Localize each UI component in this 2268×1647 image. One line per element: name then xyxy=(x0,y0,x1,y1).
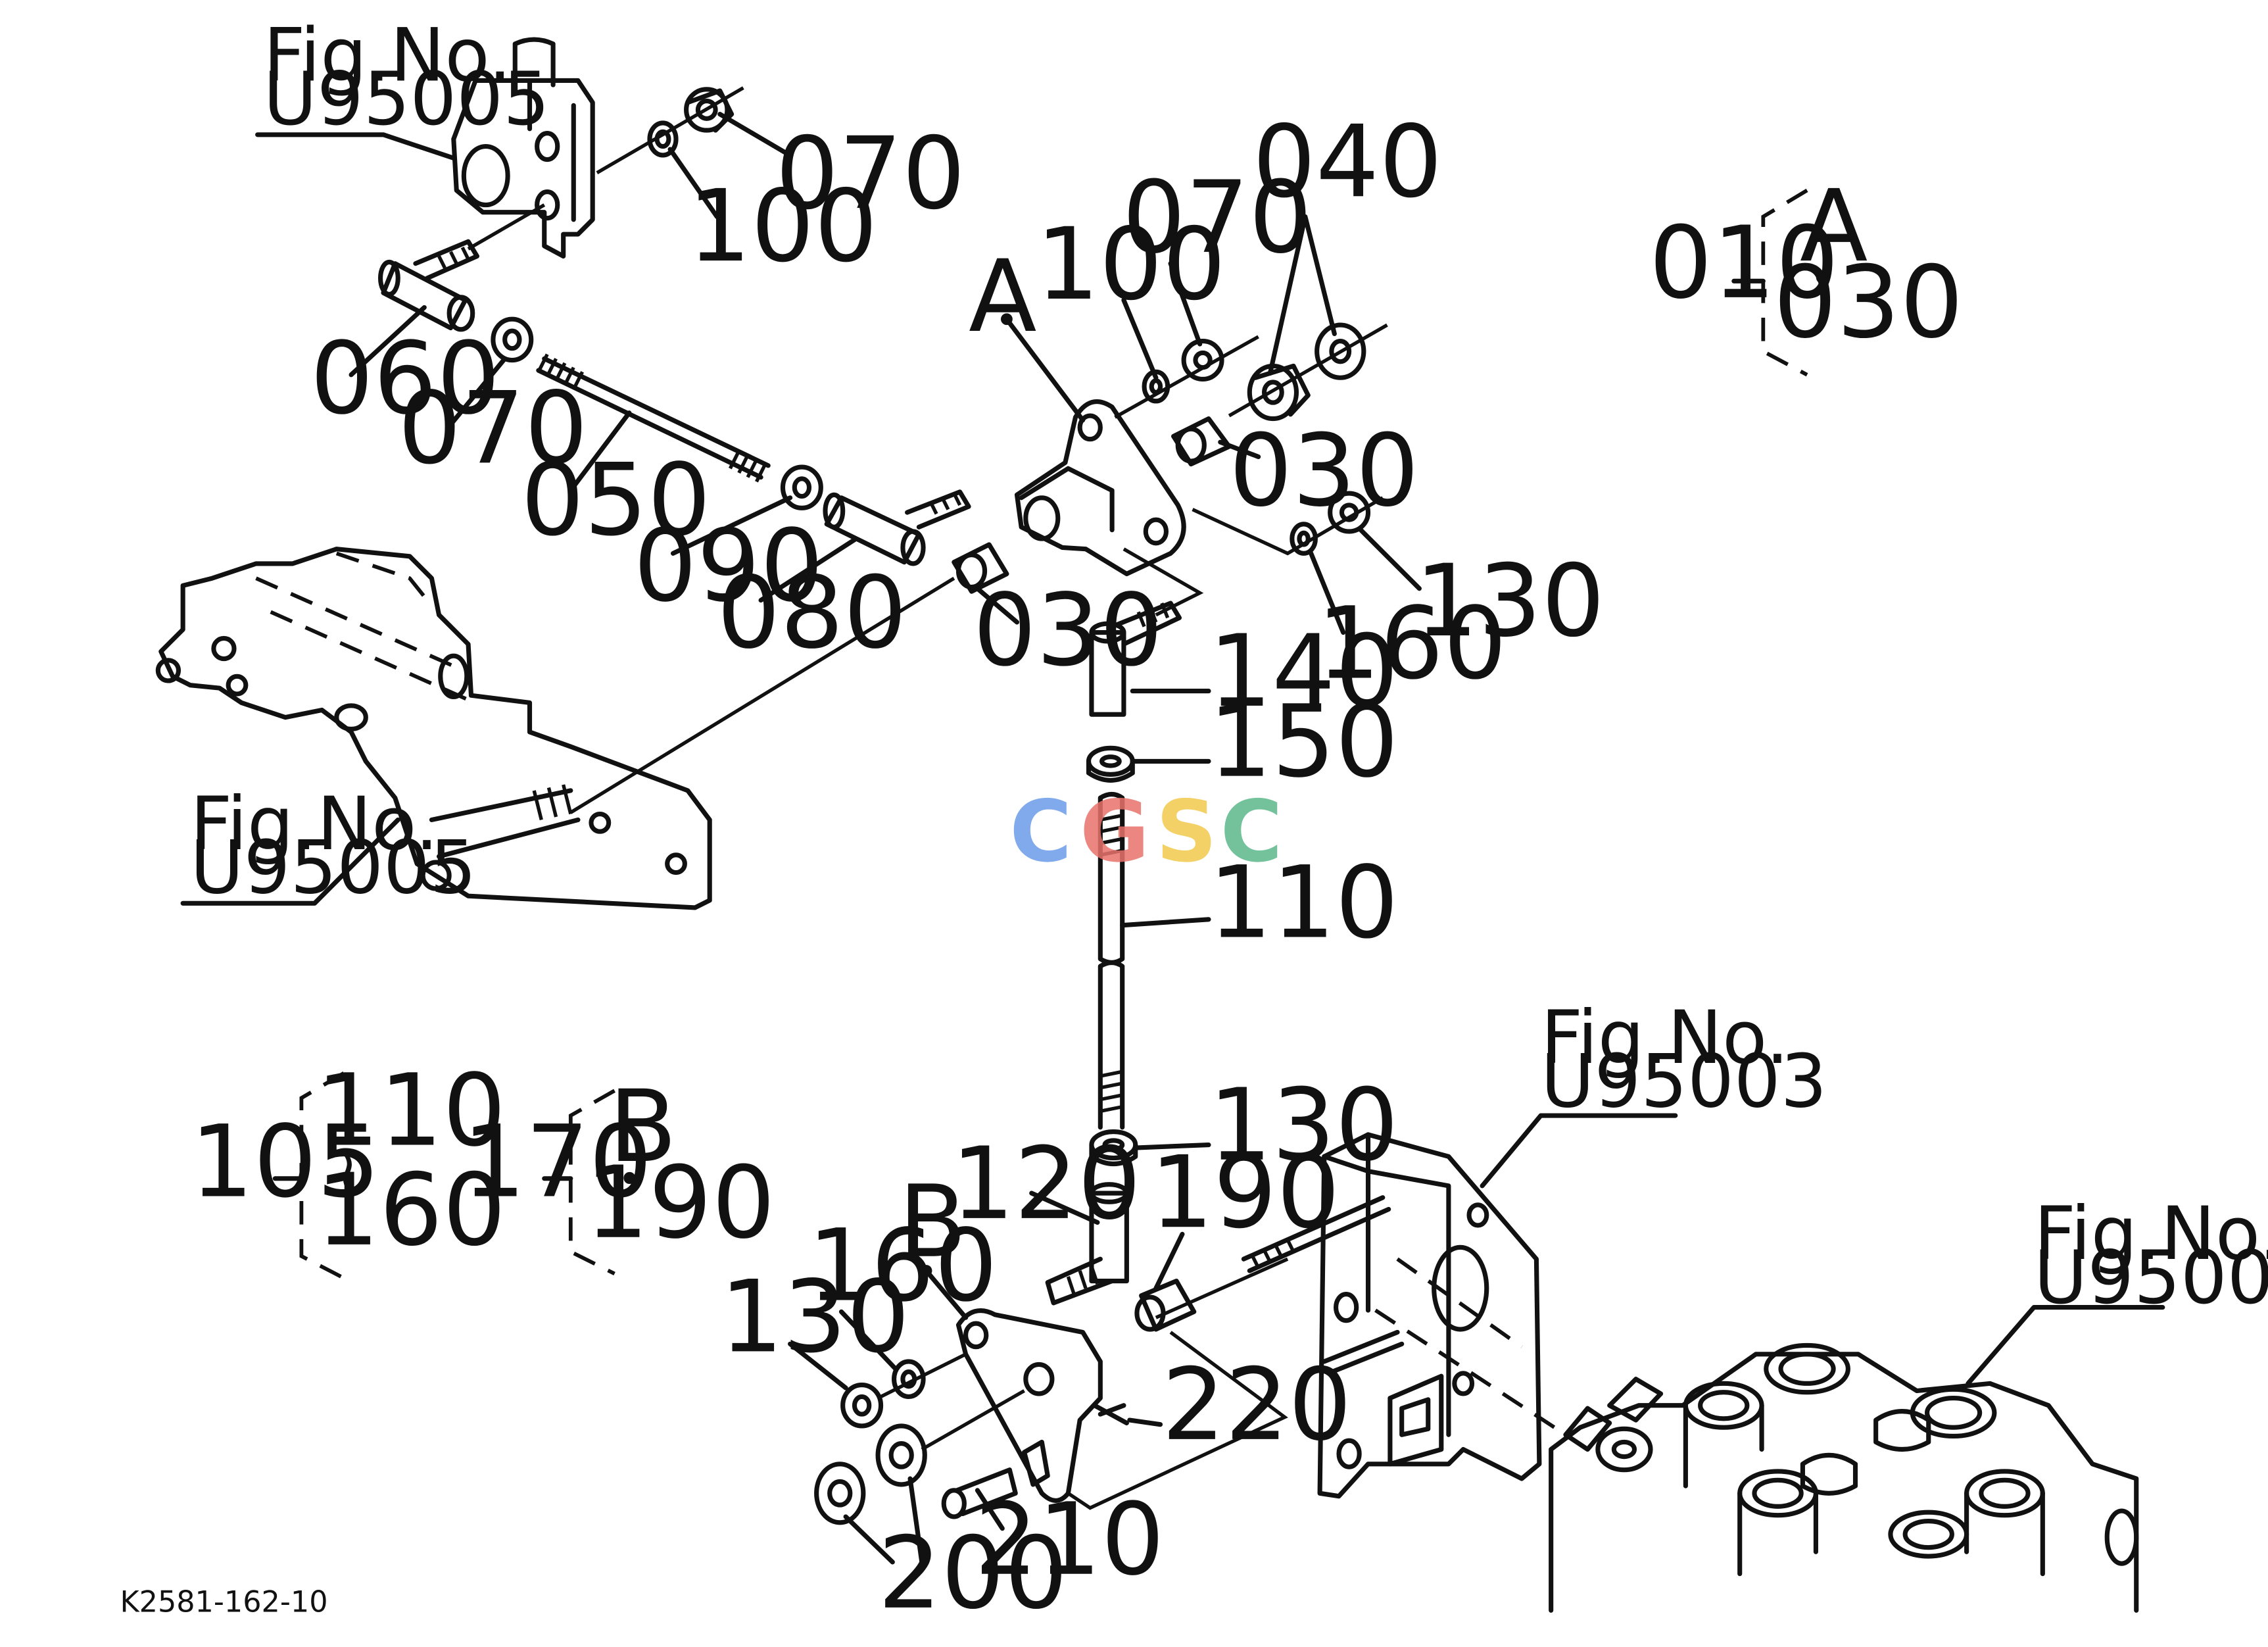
label-090: 090 xyxy=(633,508,823,624)
fig-ref-bottom-right-line1: Fig.No. xyxy=(2034,1192,2268,1277)
label-070-top: 070 xyxy=(775,116,965,232)
group-170-bottom: 190 xyxy=(585,1145,775,1261)
mid-left-linkage-u95005 xyxy=(155,547,712,910)
pivot-140 xyxy=(1089,601,1182,717)
fig-ref-mid-left: Fig.No. U95005 xyxy=(190,782,476,911)
label-070-right: 070 xyxy=(1122,160,1313,276)
leader-lines xyxy=(180,112,2165,1565)
nut-090 xyxy=(780,464,823,510)
label-030-right: 030 xyxy=(1229,413,1419,529)
rod-050 xyxy=(536,353,771,483)
label-150: 150 xyxy=(1209,684,1399,800)
fig-ref-top-left-line1: Fig.No. xyxy=(264,13,512,98)
flange-nut-200-a xyxy=(814,1462,866,1525)
callout-b-label: B xyxy=(898,1164,967,1280)
watermark-letter-2: G xyxy=(1080,783,1149,881)
label-040: 040 xyxy=(1253,104,1443,220)
cotter-pin-220 xyxy=(1092,1403,1129,1426)
arm-b xyxy=(955,1308,1103,1503)
label-100-right: 100 xyxy=(1036,207,1226,322)
rod-end-080 xyxy=(823,489,971,566)
group-170-top: B xyxy=(609,1069,677,1185)
label-070-rod: 070 xyxy=(398,370,588,486)
label-200: 200 xyxy=(878,1515,1068,1631)
watermark-logo: C G S C xyxy=(1009,783,1282,881)
control-valve-u95001 xyxy=(1549,1342,2139,1613)
callout-a-label: A xyxy=(969,239,1037,355)
group-010-top: A xyxy=(1800,168,1868,284)
fig-ref-bottom-right: Fig.No. U95001 xyxy=(2034,1192,2268,1321)
fig-ref-mid-left-line2: U95005 xyxy=(190,826,476,911)
label-120: 120 xyxy=(951,1126,1141,1242)
flange-nut-040-a xyxy=(1247,363,1311,422)
label-160-top: 160 xyxy=(1317,586,1507,702)
group-010: 010 A • 030 xyxy=(1649,168,1964,377)
label-130-top: 130 xyxy=(1415,543,1605,659)
group-170: 170 B • 190 xyxy=(462,1069,775,1276)
fig-ref-mid-left-line1: Fig.No. xyxy=(190,782,438,867)
label-130-bottom: 130 xyxy=(720,1259,910,1375)
fig-ref-mid-right: Fig.No. U95003 xyxy=(1541,996,1827,1125)
label-050: 050 xyxy=(521,442,711,558)
drawing-code: K2581-162-10 xyxy=(120,1586,327,1619)
label-100-top: 100 xyxy=(688,168,878,284)
label-210: 210 xyxy=(975,1482,1165,1598)
watermark-letter-4: C xyxy=(1220,783,1283,881)
callout-dot-b xyxy=(920,1265,932,1277)
label-220: 220 xyxy=(1162,1347,1352,1463)
pin-210 xyxy=(941,1467,1018,1519)
top-left-clevis-bracket xyxy=(451,37,595,259)
fig-ref-mid-right-line1: Fig.No. xyxy=(1541,996,1789,1081)
nut-130-mid xyxy=(1089,1129,1138,1166)
flange-nut-200-b xyxy=(875,1423,927,1487)
nut-070-rod xyxy=(491,316,534,363)
nut-150 xyxy=(1086,745,1135,783)
watermark-letter-3: S xyxy=(1156,783,1217,881)
group-010-bottom: 030 xyxy=(1773,245,1964,360)
group-105-sep: ≀ xyxy=(337,1136,358,1204)
label-060: 060 xyxy=(310,321,500,437)
rod-end-060 xyxy=(377,239,479,332)
pivot-120 xyxy=(1045,1182,1129,1306)
label-130-mid: 130 xyxy=(1209,1068,1399,1183)
label-080: 080 xyxy=(717,555,907,671)
label-030-left: 030 xyxy=(973,572,1163,688)
group-170-sep: • xyxy=(617,1155,642,1203)
fig-ref-top-left: Fig.No. U95005 xyxy=(264,13,550,142)
label-160-bottom: 160 xyxy=(808,1208,998,1323)
group-105-bottom: 160 xyxy=(316,1152,506,1268)
watermark-letter-1: C xyxy=(1009,783,1072,881)
rod-110 xyxy=(1098,791,1125,1130)
group-170-parent: 170 xyxy=(462,1104,652,1219)
fig-ref-mid-right-line2: U95003 xyxy=(1541,1040,1827,1125)
bushing-030-left xyxy=(952,542,1009,594)
group-105-top: 110 xyxy=(316,1053,506,1169)
nut-130-bottom xyxy=(840,1383,884,1429)
flange-nut-040-b xyxy=(1315,322,1366,380)
label-110: 110 xyxy=(1209,845,1399,960)
arm-a xyxy=(1014,399,1186,577)
valve-bracket-u95003 xyxy=(1317,1132,1567,1499)
label-190: 190 xyxy=(1150,1135,1340,1250)
group-105: 105 110 ≀ 160 xyxy=(190,1053,506,1280)
group-105-parent: 105 xyxy=(190,1104,380,1219)
label-140: 140 xyxy=(1209,614,1399,729)
fig-ref-top-left-line2: U95005 xyxy=(264,57,550,142)
group-010-sep: • xyxy=(1810,255,1835,303)
callout-dot-a xyxy=(1001,313,1013,326)
nut-070-top xyxy=(684,87,735,133)
group-010-parent: 010 xyxy=(1649,205,1839,321)
fig-ref-bottom-right-line2: U95001 xyxy=(2034,1236,2268,1321)
stud-bolt xyxy=(1241,1195,1391,1273)
